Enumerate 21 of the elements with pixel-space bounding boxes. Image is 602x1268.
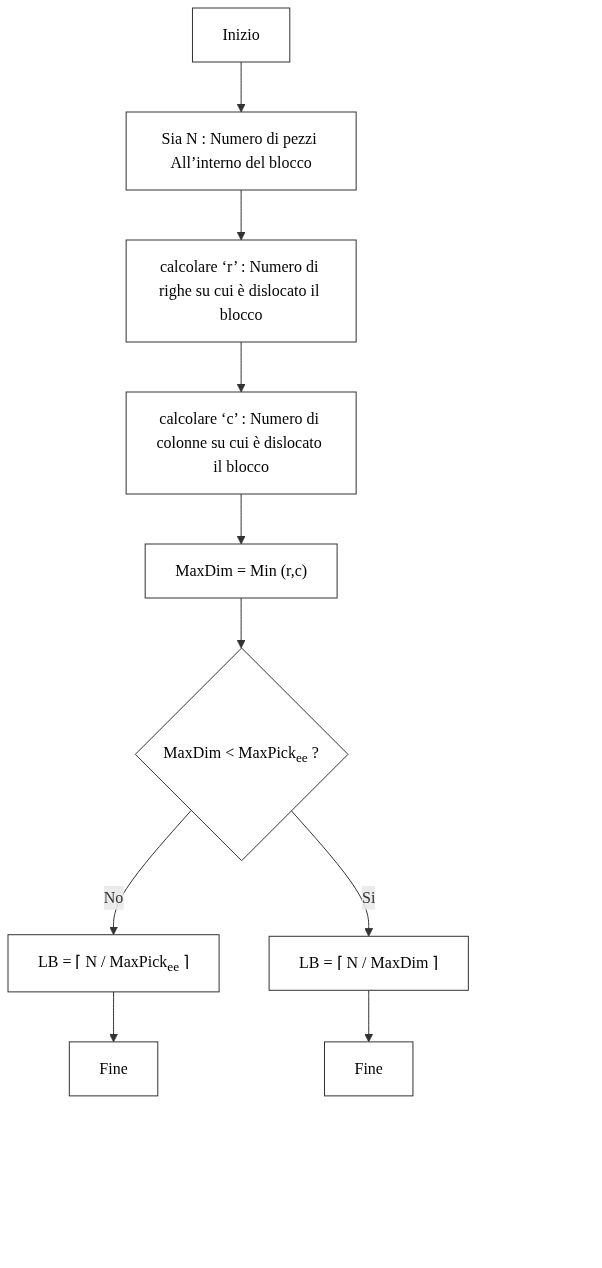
arrow	[236, 189, 246, 241]
node-box: LB = ⌈ N / MaxPick$_{ee}$ ⌉	[7, 934, 220, 993]
node-box: Sia N : Numero di pezzi All’interno del blocco	[125, 111, 357, 191]
node-box: LB = ⌈ N / MaxDim ⌉	[268, 935, 469, 991]
node-box: Fine	[324, 1041, 414, 1097]
node-box: Fine	[68, 1041, 159, 1097]
edge-label: No	[103, 888, 124, 906]
arrow	[290, 810, 374, 937]
node-box: Inizio	[191, 7, 291, 63]
arrow	[109, 991, 118, 1043]
node-box: calcolare ‘c’ : Numero di colonne su cui è dislocato il blocco	[125, 391, 357, 495]
node-box: calcolare ‘r’ : Numero di righe su cui è dislocato il blocco	[125, 239, 357, 343]
arrow	[236, 61, 246, 113]
arrow	[236, 493, 246, 545]
edge-label: Si	[362, 888, 376, 906]
node-box: MaxDim = Min (r,c)	[144, 543, 338, 599]
node-diamond: MaxDim < MaxPick$_{ee}$ ?	[134, 647, 349, 862]
arrow	[364, 989, 374, 1043]
arrow	[236, 341, 246, 393]
arrow	[236, 597, 246, 649]
arrow	[109, 810, 192, 936]
